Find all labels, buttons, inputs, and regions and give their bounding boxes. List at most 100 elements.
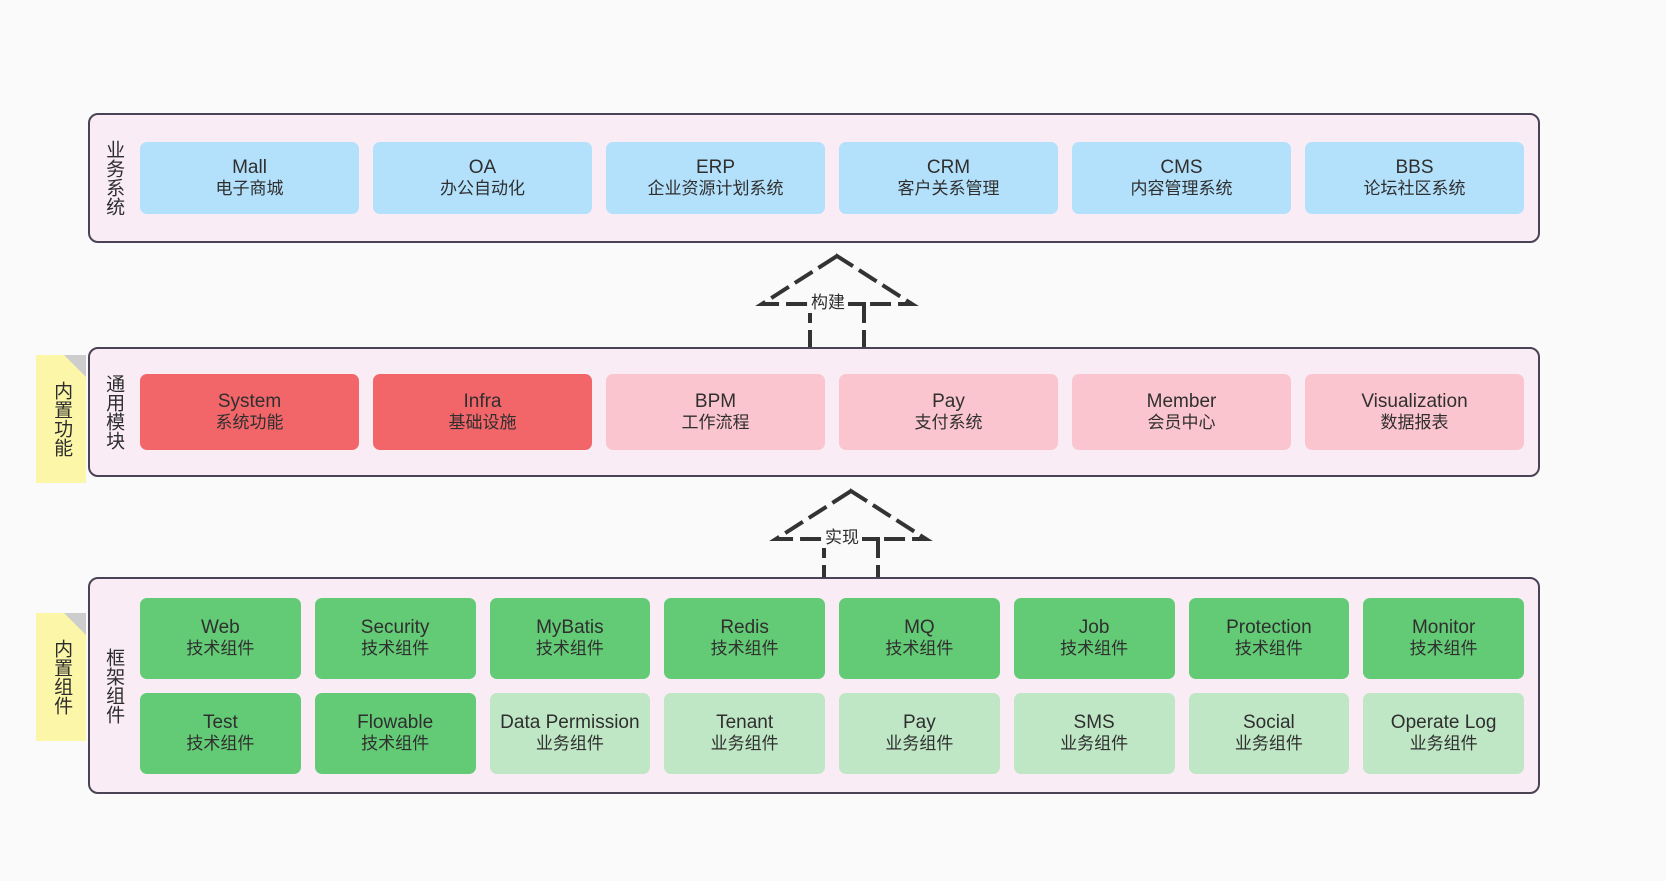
card-subtitle: 技术组件 [186, 734, 255, 754]
card-mall[interactable]: Mall 电子商城 [140, 142, 359, 214]
card-mybatis[interactable]: MyBatis 技术组件 [489, 597, 651, 679]
card-social[interactable]: Social 业务组件 [1188, 692, 1350, 774]
card-subtitle: 业务组件 [1060, 734, 1129, 754]
card-data-permission[interactable]: Data Permission 业务组件 [489, 692, 651, 774]
card-subtitle: 电子商城 [215, 179, 284, 199]
card-row: System 系统功能 Infra 基础设施 BPM 工作流程 Pay 支付系统… [140, 374, 1524, 450]
layer-body-framework-component: Web 技术组件 Security 技术组件 MyBatis 技术组件 Redi… [136, 579, 1538, 792]
layer-body-common-module: System 系统功能 Infra 基础设施 BPM 工作流程 Pay 支付系统… [136, 349, 1538, 475]
card-web[interactable]: Web 技术组件 [140, 597, 301, 679]
card-subtitle: 技术组件 [1060, 639, 1129, 659]
connector-build: 构建 [742, 248, 932, 350]
layer-title-common-module: 通用模块 [103, 374, 125, 450]
card-subtitle: 业务组件 [885, 734, 954, 754]
card-title: CRM [926, 157, 971, 179]
card-subtitle: 技术组件 [535, 639, 604, 659]
card-subtitle: 业务组件 [1409, 734, 1478, 754]
card-title: Tenant [716, 712, 774, 734]
card-pay-business[interactable]: Pay 业务组件 [839, 692, 1000, 774]
card-test[interactable]: Test 技术组件 [140, 692, 301, 774]
card-subtitle: 技术组件 [710, 639, 779, 659]
card-member[interactable]: Member 会员中心 [1072, 374, 1291, 450]
generalization-arrow-icon [769, 488, 933, 585]
card-title: Mall [232, 157, 267, 179]
card-title: Job [1078, 617, 1110, 639]
card-title: SMS [1073, 712, 1115, 734]
layer-framework-component: 框架组件 Web 技术组件 Security 技术组件 MyBatis 技术组件… [88, 577, 1540, 794]
card-subtitle: 技术组件 [361, 639, 430, 659]
connector-label: 构建 [808, 288, 848, 313]
card-oa[interactable]: OA 办公自动化 [373, 142, 592, 214]
card-title: Web [201, 617, 240, 639]
card-crm[interactable]: CRM 客户关系管理 [839, 142, 1058, 214]
card-title: BBS [1395, 157, 1434, 179]
card-subtitle: 工作流程 [681, 413, 750, 433]
sticky-note-builtin-component: 内置组件 [36, 613, 86, 741]
card-monitor[interactable]: Monitor 技术组件 [1363, 597, 1524, 679]
card-bbs[interactable]: BBS 论坛社区系统 [1305, 142, 1524, 214]
card-title: Flowable [357, 712, 434, 734]
card-title: MyBatis [536, 617, 604, 639]
card-job[interactable]: Job 技术组件 [1013, 597, 1175, 679]
card-sms[interactable]: SMS 业务组件 [1013, 692, 1175, 774]
card-title: Test [202, 712, 238, 734]
card-title: Operate Log [1390, 712, 1497, 734]
card-mq[interactable]: MQ 技术组件 [839, 597, 1000, 679]
card-title: ERP [695, 157, 736, 179]
connector-label: 实现 [822, 523, 862, 548]
layer-common-module: 通用模块 System 系统功能 Infra 基础设施 BPM 工作流程 Pay… [88, 347, 1540, 477]
card-title: Data Permission [500, 712, 640, 734]
card-subtitle: 数据报表 [1380, 413, 1449, 433]
card-title: Social [1243, 712, 1295, 734]
card-subtitle: 业务组件 [535, 734, 604, 754]
card-title: Security [360, 617, 430, 639]
connector-implement: 实现 [756, 483, 946, 585]
sticky-note-builtin-function: 内置功能 [36, 355, 86, 483]
card-subtitle: 支付系统 [914, 413, 983, 433]
card-title: System [217, 391, 282, 413]
card-subtitle: 客户关系管理 [897, 179, 1000, 199]
layer-business-system: 业务系统 Mall 电子商城 OA 办公自动化 ERP 企业资源计划系统 CRM… [88, 113, 1540, 243]
card-subtitle: 技术组件 [186, 639, 255, 659]
card-tenant[interactable]: Tenant 业务组件 [664, 692, 825, 774]
card-title: Member [1146, 391, 1217, 413]
card-visualization[interactable]: Visualization 数据报表 [1305, 374, 1524, 450]
card-security[interactable]: Security 技术组件 [314, 597, 476, 679]
card-subtitle: 业务组件 [1234, 734, 1303, 754]
card-flowable[interactable]: Flowable 技术组件 [314, 692, 476, 774]
card-row-tech: Web 技术组件 Security 技术组件 MyBatis 技术组件 Redi… [140, 597, 1524, 679]
card-subtitle: 会员中心 [1147, 413, 1216, 433]
card-row-business: Test 技术组件 Flowable 技术组件 Data Permission … [140, 692, 1524, 774]
layer-title-business-system: 业务系统 [103, 140, 125, 216]
card-title: Visualization [1361, 391, 1468, 413]
card-subtitle: 技术组件 [885, 639, 954, 659]
card-subtitle: 技术组件 [1409, 639, 1478, 659]
card-redis[interactable]: Redis 技术组件 [664, 597, 825, 679]
arrow-head [769, 488, 933, 541]
arrow-shaft [808, 302, 866, 350]
card-subtitle: 基础设施 [448, 413, 517, 433]
card-row: Mall 电子商城 OA 办公自动化 ERP 企业资源计划系统 CRM 客户关系… [140, 142, 1524, 214]
layer-body-business-system: Mall 电子商城 OA 办公自动化 ERP 企业资源计划系统 CRM 客户关系… [136, 115, 1538, 241]
card-title: Monitor [1411, 617, 1476, 639]
card-protection[interactable]: Protection 技术组件 [1188, 597, 1350, 679]
card-infra[interactable]: Infra 基础设施 [373, 374, 592, 450]
card-subtitle: 技术组件 [1234, 639, 1303, 659]
card-system[interactable]: System 系统功能 [140, 374, 359, 450]
card-title: OA [468, 157, 497, 179]
card-title: Redis [720, 617, 769, 639]
card-pay[interactable]: Pay 支付系统 [839, 374, 1058, 450]
generalization-arrow-icon [755, 253, 919, 350]
card-operate-log[interactable]: Operate Log 业务组件 [1363, 692, 1524, 774]
card-bpm[interactable]: BPM 工作流程 [606, 374, 825, 450]
card-subtitle: 内容管理系统 [1130, 179, 1233, 199]
layer-title-framework-component: 框架组件 [103, 647, 125, 724]
card-title: Pay [903, 712, 936, 734]
card-title: Pay [932, 391, 965, 413]
card-title: Protection [1226, 617, 1312, 639]
card-title: MQ [904, 617, 935, 639]
arrow-head [755, 253, 919, 306]
card-erp[interactable]: ERP 企业资源计划系统 [606, 142, 825, 214]
card-cms[interactable]: CMS 内容管理系统 [1072, 142, 1291, 214]
card-subtitle: 技术组件 [361, 734, 430, 754]
